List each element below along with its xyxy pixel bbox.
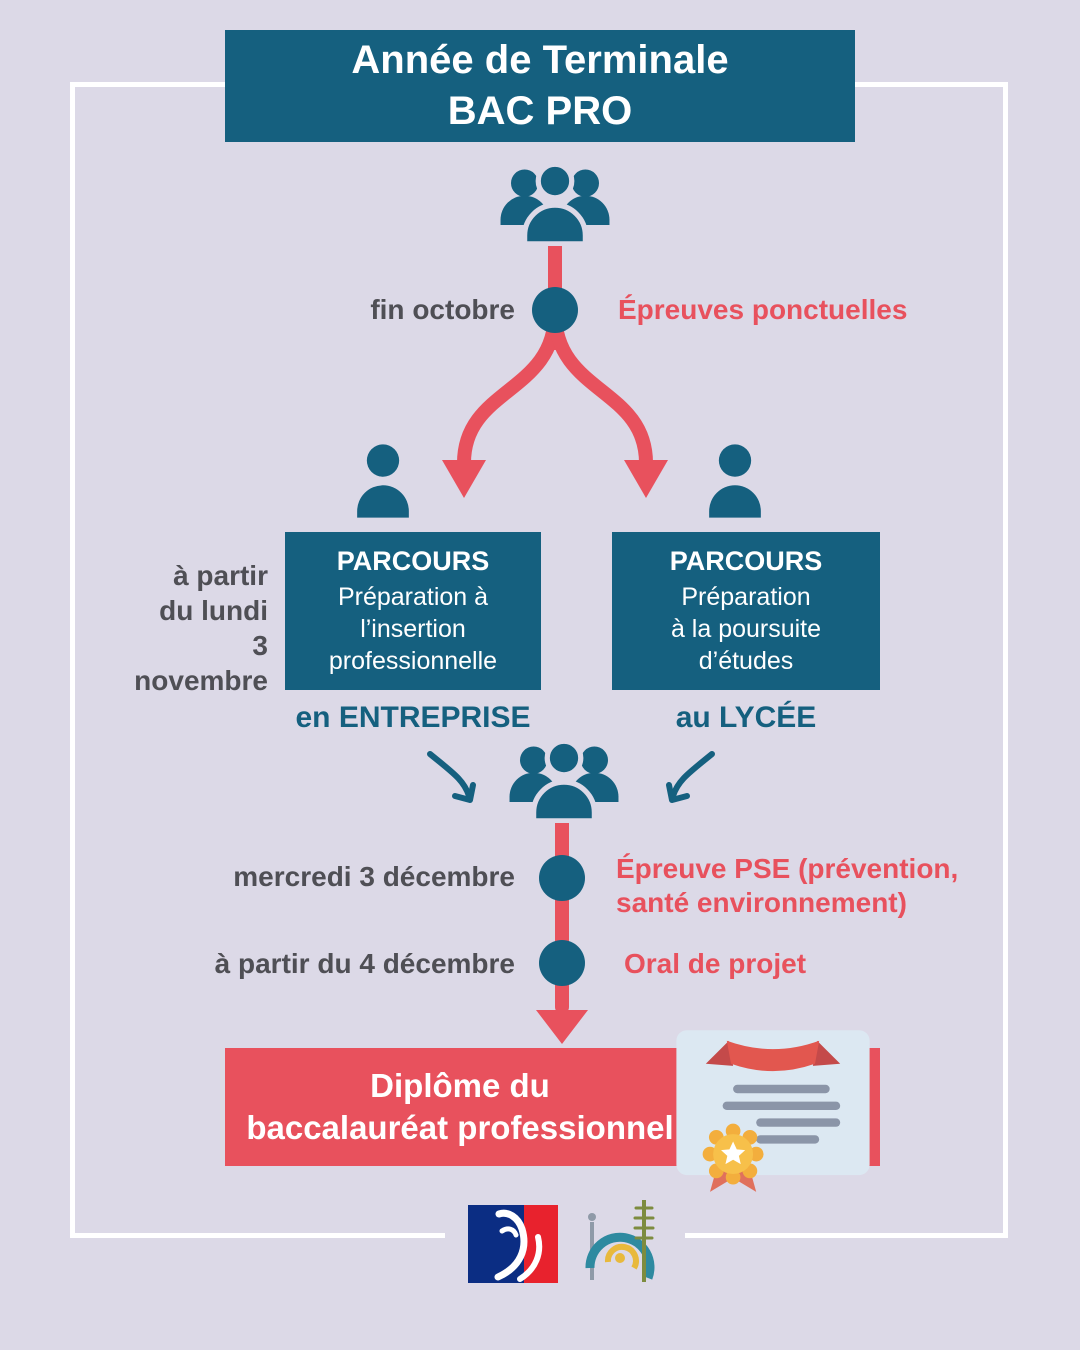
new-caledonia-logo <box>578 1192 663 1287</box>
parcours-left-line1: Préparation à <box>337 582 489 611</box>
timeline-node-3 <box>539 940 585 986</box>
branch-date-line2: du lundi <box>159 595 268 626</box>
parcours-left-title: PARCOURS <box>336 545 490 576</box>
step2-label-line1: Épreuve PSE (prévention, <box>616 853 959 884</box>
student-right-icon <box>707 442 763 520</box>
title-banner: Année de Terminale BAC PRO <box>225 30 855 142</box>
french-republic-logo <box>468 1205 558 1283</box>
parcours-right-title: PARCOURS <box>669 545 823 576</box>
caption-entreprise: en ENTREPRISE <box>295 701 531 734</box>
parcours-etudes-box: PARCOURS Préparation à la poursuite d’ét… <box>612 532 880 690</box>
down-arrow-icon <box>536 1010 588 1044</box>
branch-date: à partir du lundi 3 novembre <box>120 558 268 698</box>
step1-label: Épreuves ponctuelles <box>618 294 908 325</box>
parcours-insertion-box: PARCOURS Préparation à l’insertion profe… <box>285 532 541 690</box>
branch-date-line3: 3 novembre <box>134 630 268 696</box>
diploma-line2: baccalauréat professionnel <box>246 1109 674 1146</box>
timeline-node-1 <box>532 287 578 333</box>
parcours-right-line3: d’études <box>698 646 794 675</box>
parcours-left-line3: professionnelle <box>328 646 498 675</box>
parcours-right-line1: Préparation <box>681 582 811 611</box>
step2-label-line2: santé environnement) <box>616 887 907 918</box>
certificate-icon <box>668 1026 878 1194</box>
parcours-right-line2: à la poursuite <box>670 614 822 643</box>
diploma-text: Diplôme du baccalauréat professionnel <box>225 1048 695 1166</box>
caption-lycee: au LYCÉE <box>675 701 817 734</box>
step1-date: fin octobre <box>370 294 515 325</box>
title-line2: BAC PRO <box>447 89 633 133</box>
step2-date: mercredi 3 décembre <box>233 861 515 892</box>
flow-branch-arrows <box>442 231 668 498</box>
timeline-node-2 <box>539 855 585 901</box>
step3-date: à partir du 4 décembre <box>214 948 515 979</box>
branch-date-line1: à partir <box>173 560 268 591</box>
converge-arrow-left-icon <box>427 751 476 803</box>
step2-label: Épreuve PSE (prévention, santé environne… <box>616 852 958 920</box>
parcours-left-line2: l’insertion <box>360 614 466 643</box>
students-group-icon-middle <box>506 735 622 824</box>
diploma-line1: Diplôme du <box>370 1067 550 1104</box>
students-group-icon <box>497 158 613 247</box>
student-left-icon <box>355 442 411 520</box>
converge-arrow-right-icon <box>666 751 715 803</box>
step3-label: Oral de projet <box>624 948 807 979</box>
title-line1: Année de Terminale <box>351 38 729 82</box>
